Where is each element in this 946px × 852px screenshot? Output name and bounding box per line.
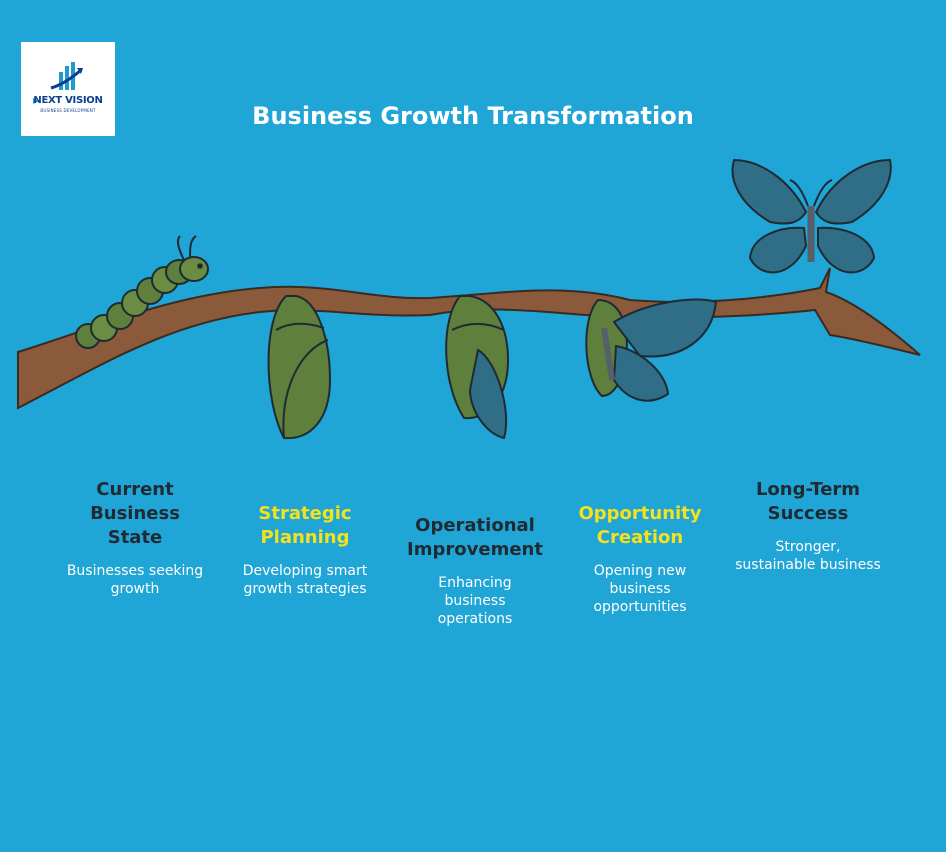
stage-description: Developing smart growth strategies — [242, 563, 368, 597]
stage-operational-improvement: Operational Improvement Enhancing busine… — [395, 514, 555, 628]
company-logo: NEXT VISION BUSINESS DEVELOPMENT — [21, 42, 115, 136]
logo-brand-text: NEXT VISION — [33, 95, 103, 106]
logo-subtitle-text: BUSINESS DEVELOPMENT — [40, 108, 96, 113]
diagram-title: Business Growth Transformation — [252, 102, 694, 130]
butterfly — [731, 158, 892, 274]
stage-heading: Long-Term Success — [755, 479, 861, 524]
emerging-butterfly — [585, 298, 718, 402]
stage-heading: Operational Improvement — [407, 515, 543, 560]
stage-current-business-state: Current Business State Businesses seekin… — [60, 478, 210, 598]
stage-heading: Current Business State — [90, 479, 180, 548]
stage-description: Enhancing business operations — [437, 575, 513, 627]
metamorphosis-illustration — [17, 158, 921, 440]
stage-long-term-success: Long-Term Success Stronger, sustainable … — [728, 478, 888, 574]
stage-opportunity-creation: Opportunity Creation Opening new busines… — [565, 502, 715, 616]
stage-description: Stronger, sustainable business — [735, 539, 881, 573]
stage-heading: Strategic Planning — [258, 503, 352, 548]
stage-strategic-planning: Strategic Planning Developing smart grow… — [230, 502, 380, 598]
stage-description: Opening new business opportunities — [593, 563, 687, 615]
stage-description: Businesses seeking growth — [66, 563, 204, 597]
stage-heading: Opportunity Creation — [578, 503, 702, 548]
growth-chart-icon — [33, 62, 83, 104]
chrysalis-closed — [267, 295, 332, 440]
chrysalis-opening — [445, 295, 510, 440]
caterpillar — [75, 235, 209, 349]
